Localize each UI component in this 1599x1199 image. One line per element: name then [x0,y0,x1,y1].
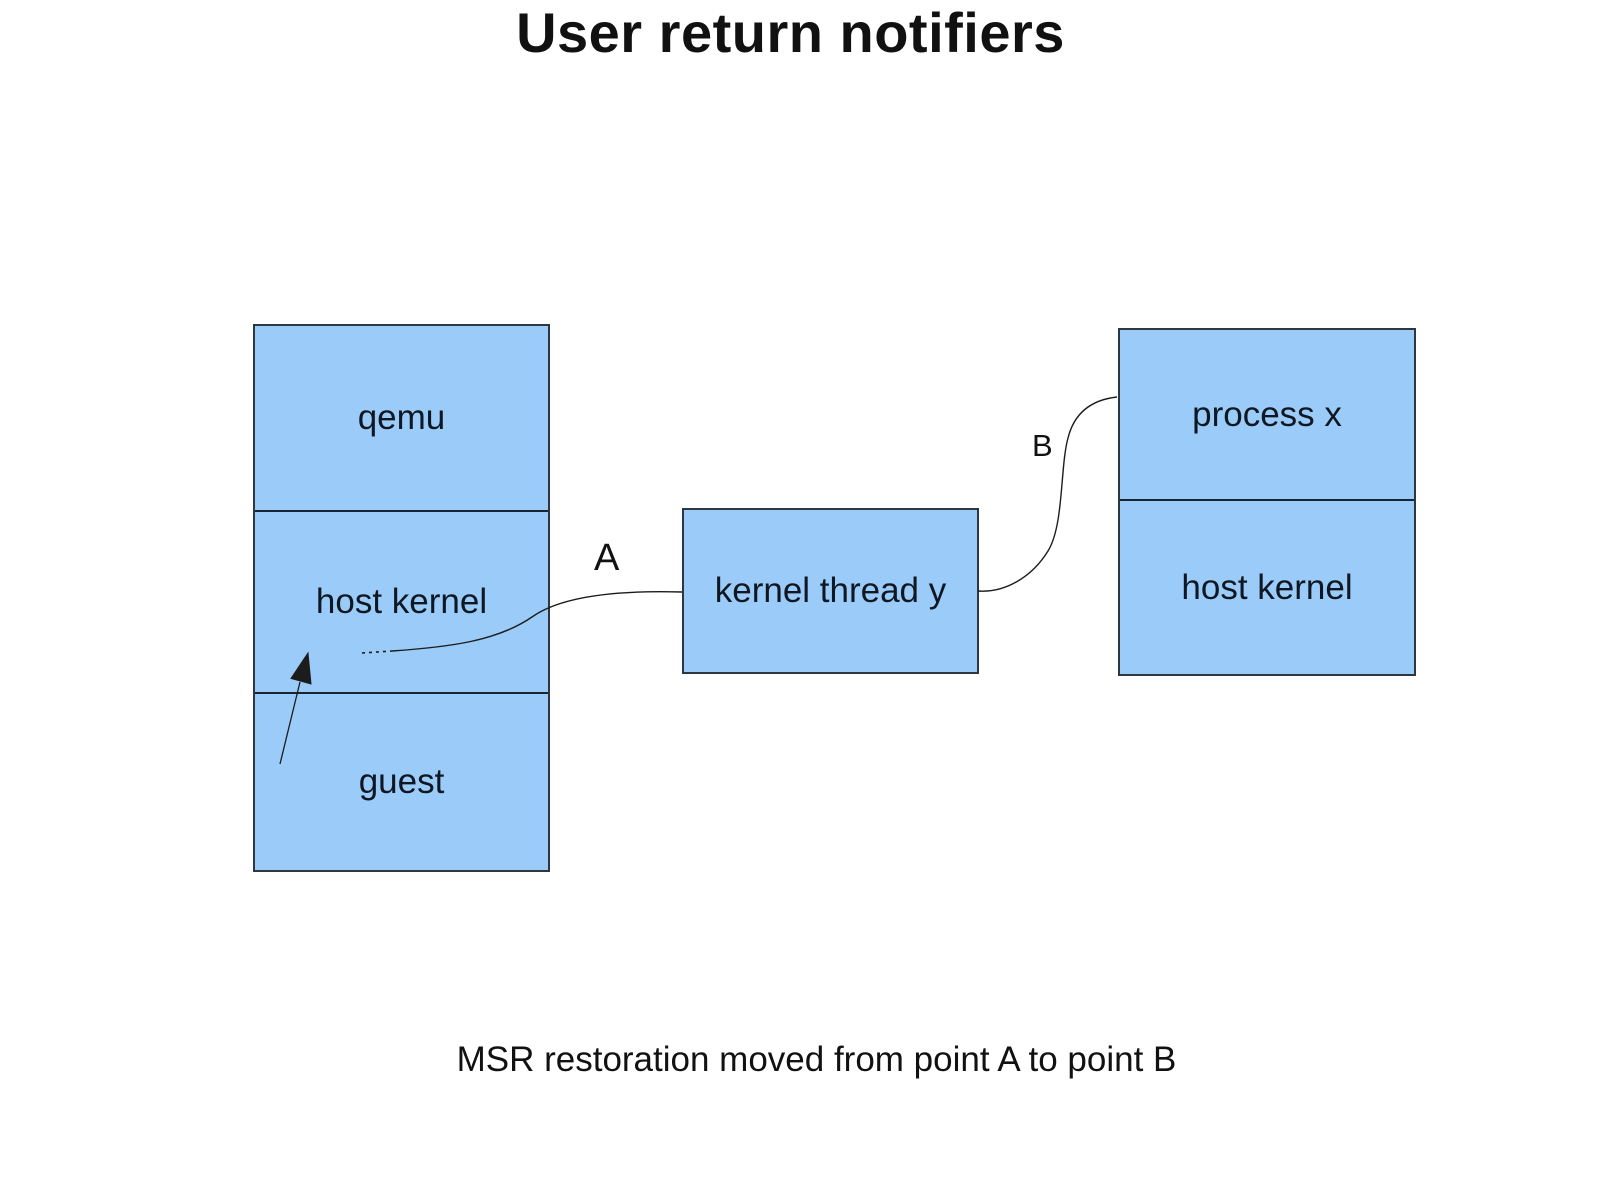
guest-arrow-line [279,681,301,765]
notifier-dotted-line [361,650,393,654]
host-kernel-label: host kernel [315,582,488,621]
host-kernel-section: host kernel [255,510,548,692]
qemu-section: qemu [255,326,548,510]
right-host-kernel-section: host kernel [1120,499,1414,674]
slide-caption: MSR restoration moved from point A to po… [456,1040,1177,1079]
connector-a-curve [391,591,683,652]
right-host-kernel-label: host kernel [1181,567,1353,607]
kernel-thread-box: kernel thread y [682,508,979,674]
process-stack-box: process x host kernel [1118,328,1416,676]
guest-label: guest [358,762,445,801]
guest-arrow-head [290,651,312,685]
point-b-label: B [1032,428,1053,463]
point-a-label: A [594,537,620,579]
process-x-label: process x [1192,394,1342,434]
slide-title: User return notifiers [516,1,1065,64]
process-x-section: process x [1120,330,1414,499]
qemu-label: qemu [357,398,446,437]
guest-section: guest [255,692,548,870]
kernel-thread-label: kernel thread y [714,571,947,610]
connector-b-curve [977,396,1118,592]
vm-stack-box: qemu host kernel guest [253,324,550,872]
